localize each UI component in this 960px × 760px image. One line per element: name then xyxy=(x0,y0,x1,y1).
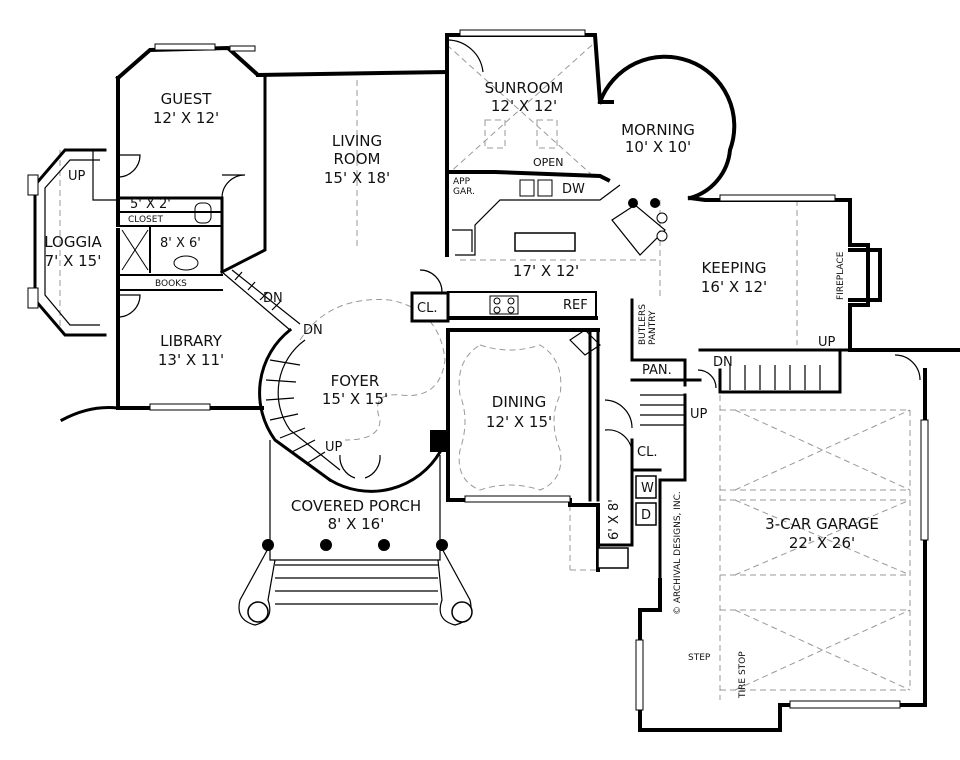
foyer-porch xyxy=(238,198,668,626)
guest-room-size: 12' X 12' xyxy=(153,109,219,127)
step-label: STEP xyxy=(688,653,711,663)
dishwasher-label: DW xyxy=(562,182,585,197)
kitchen-size: 17' X 12' xyxy=(513,262,579,280)
tire-stop-label: TIRE STOP xyxy=(738,651,748,699)
dryer-label: D xyxy=(641,508,651,523)
loggia-outline xyxy=(27,148,120,337)
loggia-up-label: UP xyxy=(68,169,86,184)
windows xyxy=(149,29,929,711)
living-room-name-line2: ROOM xyxy=(334,150,381,168)
covered-porch-name: COVERED PORCH xyxy=(291,497,421,515)
fireplace-label: FIREPLACE xyxy=(836,251,846,300)
interior-walls xyxy=(92,70,852,569)
foyer-up-label: UP xyxy=(325,440,343,455)
garage-up-label: UP xyxy=(690,407,708,422)
keeping-stair-dn-label: DN xyxy=(713,355,733,370)
annotation-labels: UP CLOSET BOOKS DN DN UP CL. REF OPEN AP… xyxy=(68,156,846,699)
books-label: BOOKS xyxy=(155,279,187,289)
loggia-size: 7' X 15' xyxy=(45,252,102,270)
door-swings xyxy=(117,39,921,479)
living-room-size: 15' X 18' xyxy=(324,169,390,187)
appliance-garage-label-line2: GAR. xyxy=(453,187,475,197)
ref-label: REF xyxy=(563,298,588,313)
covered-porch-size: 8' X 16' xyxy=(328,515,385,533)
morning-room-name: MORNING xyxy=(621,121,695,139)
loggia-name: LOGGIA xyxy=(44,233,102,251)
library-dn-label: DN xyxy=(263,291,283,306)
morning-room-size: 10' X 10' xyxy=(625,138,691,156)
keeping-room-size: 16' X 12' xyxy=(701,278,767,296)
foyer-dn-label: DN xyxy=(303,323,323,338)
laundry-closet-label: CL. xyxy=(637,445,657,460)
stairs xyxy=(221,269,821,483)
copyright-label: © ARCHIVAL DESIGNS, INC. xyxy=(673,491,683,615)
library-size: 13' X 11' xyxy=(158,351,224,369)
foyer-closet-label: CL. xyxy=(417,301,437,316)
open-label: OPEN xyxy=(533,156,563,169)
living-room-name-line1: LIVING xyxy=(332,132,382,150)
bath-size: 8' X 6' xyxy=(160,236,201,251)
garage-size: 22' X 26' xyxy=(789,534,855,552)
keeping-room-name: KEEPING xyxy=(701,259,766,277)
dashed-guides xyxy=(59,44,911,700)
exterior-walls xyxy=(59,33,960,732)
small-closet-size: 5' X 2' xyxy=(130,197,171,212)
room-labels: GUEST 12' X 12' LIVING ROOM 15' X 18' SU… xyxy=(44,79,879,552)
laundry-size: 6' X 8' xyxy=(607,499,622,540)
sunroom-size: 12' X 12' xyxy=(491,97,557,115)
closet-label: CLOSET xyxy=(128,215,163,225)
foyer-name: FOYER xyxy=(331,372,380,390)
keeping-up-label: UP xyxy=(818,335,836,350)
sunroom-name: SUNROOM xyxy=(485,79,564,97)
garage-name: 3-CAR GARAGE xyxy=(765,515,879,533)
appliance-garage-label-line1: APP xyxy=(453,177,471,187)
butlers-pantry-label-line1: BUTLERS xyxy=(638,304,648,345)
library-name: LIBRARY xyxy=(160,332,223,350)
foyer-size: 15' X 15' xyxy=(322,390,388,408)
butlers-pantry-label-line2: PANTRY xyxy=(648,310,658,345)
appliances xyxy=(121,179,553,315)
dining-room-name: DINING xyxy=(492,393,546,411)
guest-room-name: GUEST xyxy=(161,90,213,108)
pantry-label: PAN. xyxy=(642,363,672,378)
washer-label: W xyxy=(641,481,654,496)
dining-room-size: 12' X 15' xyxy=(486,413,552,431)
